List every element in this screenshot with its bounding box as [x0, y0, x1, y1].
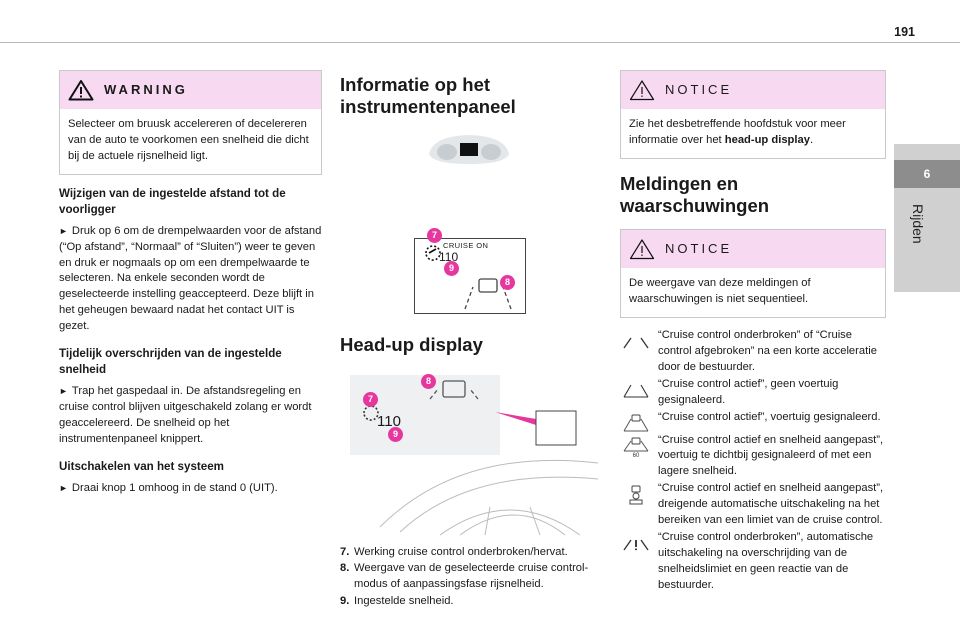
legend-item: 8.Weergave van de geselecteerde cruise c…	[340, 562, 589, 591]
heading-messages: Meldingen en waarschuwingen	[620, 172, 770, 216]
cruise-interrupted-icon	[623, 337, 649, 349]
warning-header: WARNING	[60, 71, 321, 109]
panel-figure: CRUISE ON 110 7 9 8	[340, 118, 606, 315]
cluster-display-drawing	[425, 245, 512, 310]
cruise-adapted-close-icon: 60	[623, 437, 649, 457]
cruise-adapted-limit-icon	[629, 485, 643, 505]
column-1: WARNING Selecteer om bruusk accelereren …	[59, 70, 322, 497]
top-rule	[0, 42, 960, 43]
cruise-active-no-vehicle-icon	[623, 384, 649, 398]
arrow-bullet-icon: ►	[59, 386, 68, 396]
chapter-title: Rijden	[910, 204, 926, 244]
notice-title-1: NOTICE	[665, 81, 733, 97]
heading-hud: Head-up display	[340, 334, 483, 356]
notice-text-1: Zie het desbetreffende hoofdstuk voor me…	[629, 118, 846, 146]
badge-8: 8	[500, 275, 515, 291]
notice-title-2: NOTICE	[665, 240, 733, 256]
message-item: “Cruise control onderbroken”, automatisc…	[620, 530, 886, 594]
column-2: Informatie op het instrumentenpaneel CRU…	[340, 70, 606, 610]
hud-badge-8: 8	[421, 373, 436, 389]
badge-9: 9	[444, 261, 459, 277]
message-list: “Cruise control onderbroken” of “Cruise …	[620, 328, 886, 594]
hud-scene-drawing	[350, 374, 599, 535]
hud-badge-9: 9	[388, 426, 403, 442]
message-item: 60 “Cruise control actief en snelheid aa…	[620, 433, 886, 481]
cluster-speed: 110	[439, 250, 459, 265]
heading-panel: Informatie op het instrumentenpaneel	[340, 74, 516, 118]
notice-box-1: NOTICE Zie het desbetreffende hoofdstuk …	[620, 70, 886, 159]
cruise-interrupted-alert-icon	[623, 539, 649, 551]
arrow-bullet-icon: ►	[59, 225, 68, 236]
message-item: “Cruise control actief”, geen voertuig g…	[620, 377, 886, 409]
warning-title: WARNING	[104, 81, 188, 97]
page-number: 191	[894, 25, 915, 39]
cruise-on-text: CRUISE ON	[443, 241, 489, 251]
svg-text:60: 60	[633, 453, 640, 457]
vehicle-ahead-icon	[464, 278, 512, 310]
warning-box: WARNING Selecteer om bruusk accelereren …	[59, 70, 322, 175]
warning-triangle-icon	[68, 80, 94, 101]
message-item: “Cruise control actief”, voertuig gesign…	[620, 410, 886, 432]
arrow-bullet-icon: ►	[59, 482, 68, 493]
notice-box-2: NOTICE De weergave van deze meldingen of…	[620, 229, 886, 318]
para-distance: ►Druk op 6 om de drempelwaarden voor de …	[59, 224, 322, 333]
notice-text-2: De weergave van deze meldingen of waarsc…	[629, 277, 811, 306]
legend-item: 7.Werking cruise control onderbroken/her…	[340, 545, 568, 558]
hud-badge-7: 7	[363, 391, 378, 407]
notice-triangle-icon	[629, 80, 655, 101]
cruise-active-vehicle-icon	[623, 414, 649, 432]
heading-distance: Wijzigen van de ingestelde afstand tot d…	[59, 186, 286, 216]
column-3: NOTICE Zie het desbetreffende hoofdstuk …	[620, 70, 886, 594]
heading-exceed: Tijdelijk overschrijden van de ingesteld…	[59, 347, 282, 377]
notice-header-1: NOTICE	[621, 71, 885, 109]
hud-speed: 110	[377, 412, 401, 430]
message-item: “Cruise control actief en snelheid aange…	[620, 481, 886, 529]
heading-off: Uitschakelen van het systeem	[59, 459, 224, 473]
instrument-cluster-icon	[429, 135, 509, 165]
notice-header-2: NOTICE	[621, 230, 885, 269]
legend-list: 7.Werking cruise control onderbroken/her…	[340, 545, 606, 611]
chapter-tab[interactable]: 6 Rijden	[894, 144, 960, 292]
legend-item: 9.Ingestelde snelheid.	[340, 595, 454, 608]
chapter-number: 6	[894, 160, 960, 188]
para-off: ►Draai knop 1 omhoog in de stand 0 (UIT)…	[59, 481, 278, 494]
warning-text: Selecteer om bruusk accelereren of decel…	[68, 118, 309, 162]
hud-figure: 110 8 7 9	[340, 367, 606, 539]
notice-triangle-icon	[629, 239, 655, 260]
badge-7: 7	[427, 228, 442, 244]
message-item: “Cruise control onderbroken” of “Cruise …	[620, 328, 886, 376]
para-exceed: ►Trap het gaspedaal in. De afstandsregel…	[59, 385, 312, 445]
